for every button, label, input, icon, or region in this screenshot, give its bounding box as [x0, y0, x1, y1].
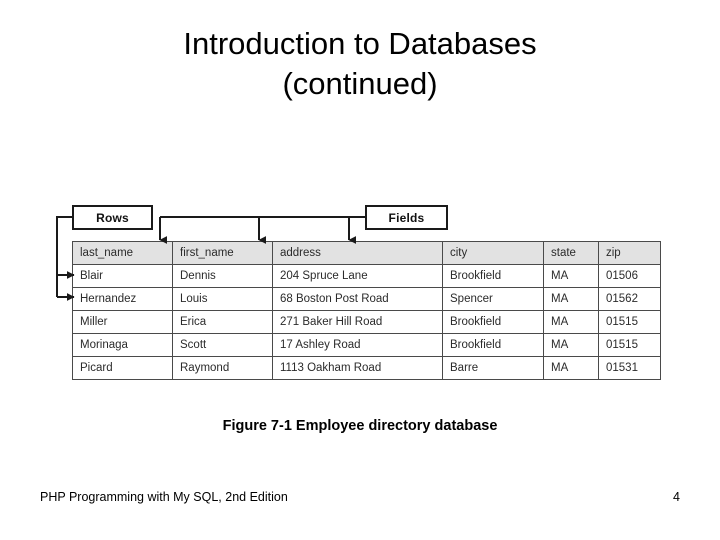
- cell-city: Barre: [442, 356, 544, 380]
- cell-state: MA: [543, 287, 599, 311]
- column-header-last-name: last_name: [72, 241, 173, 265]
- cell-address: 271 Baker Hill Road: [272, 310, 443, 334]
- table-header-row: last_name first_name address city state …: [72, 241, 661, 265]
- table-row: Picard Raymond 1113 Oakham Road Barre MA…: [72, 356, 661, 380]
- cell-zip: 01562: [598, 287, 661, 311]
- cell-last-name: Morinaga: [72, 333, 173, 357]
- figure-caption: Figure 7-1 Employee directory database: [222, 418, 498, 434]
- column-header-state: state: [543, 241, 599, 265]
- callout-fields: Fields: [365, 205, 448, 230]
- employee-directory-table: last_name first_name address city state …: [72, 241, 661, 380]
- cell-first-name: Erica: [172, 310, 273, 334]
- cell-city: Brookfield: [442, 310, 544, 334]
- cell-zip: 01531: [598, 356, 661, 380]
- table-row: Morinaga Scott 17 Ashley Road Brookfield…: [72, 333, 661, 357]
- cell-state: MA: [543, 310, 599, 334]
- callout-fields-label: Fields: [388, 210, 425, 225]
- cell-last-name: Miller: [72, 310, 173, 334]
- cell-zip: 01515: [598, 310, 661, 334]
- cell-first-name: Dennis: [172, 264, 273, 288]
- fields-connector: [159, 216, 365, 244]
- footer-source-text: PHP Programming with My SQL, 2nd Edition: [40, 490, 288, 504]
- cell-zip: 01506: [598, 264, 661, 288]
- column-header-zip: zip: [598, 241, 661, 265]
- cell-state: MA: [543, 356, 599, 380]
- callout-rows: Rows: [72, 205, 153, 230]
- cell-first-name: Louis: [172, 287, 273, 311]
- cell-city: Spencer: [442, 287, 544, 311]
- table-row: Blair Dennis 204 Spruce Lane Brookfield …: [72, 264, 661, 288]
- cell-address: 204 Spruce Lane: [272, 264, 443, 288]
- cell-last-name: Hernandez: [72, 287, 173, 311]
- cell-address: 17 Ashley Road: [272, 333, 443, 357]
- cell-state: MA: [543, 264, 599, 288]
- cell-first-name: Raymond: [172, 356, 273, 380]
- cell-first-name: Scott: [172, 333, 273, 357]
- cell-city: Brookfield: [442, 264, 544, 288]
- cell-address: 68 Boston Post Road: [272, 287, 443, 311]
- page-title: Introduction to Databases (continued): [183, 26, 537, 101]
- callout-rows-label: Rows: [96, 210, 129, 225]
- column-header-address: address: [272, 241, 443, 265]
- footer-page-number: 4: [673, 490, 680, 504]
- cell-last-name: Picard: [72, 356, 173, 380]
- cell-zip: 01515: [598, 333, 661, 357]
- column-header-city: city: [442, 241, 544, 265]
- table-row: Miller Erica 271 Baker Hill Road Brookfi…: [72, 310, 661, 334]
- cell-last-name: Blair: [72, 264, 173, 288]
- column-header-first-name: first_name: [172, 241, 273, 265]
- cell-address: 1113 Oakham Road: [272, 356, 443, 380]
- cell-city: Brookfield: [442, 333, 544, 357]
- cell-state: MA: [543, 333, 599, 357]
- table-row: Hernandez Louis 68 Boston Post Road Spen…: [72, 287, 661, 311]
